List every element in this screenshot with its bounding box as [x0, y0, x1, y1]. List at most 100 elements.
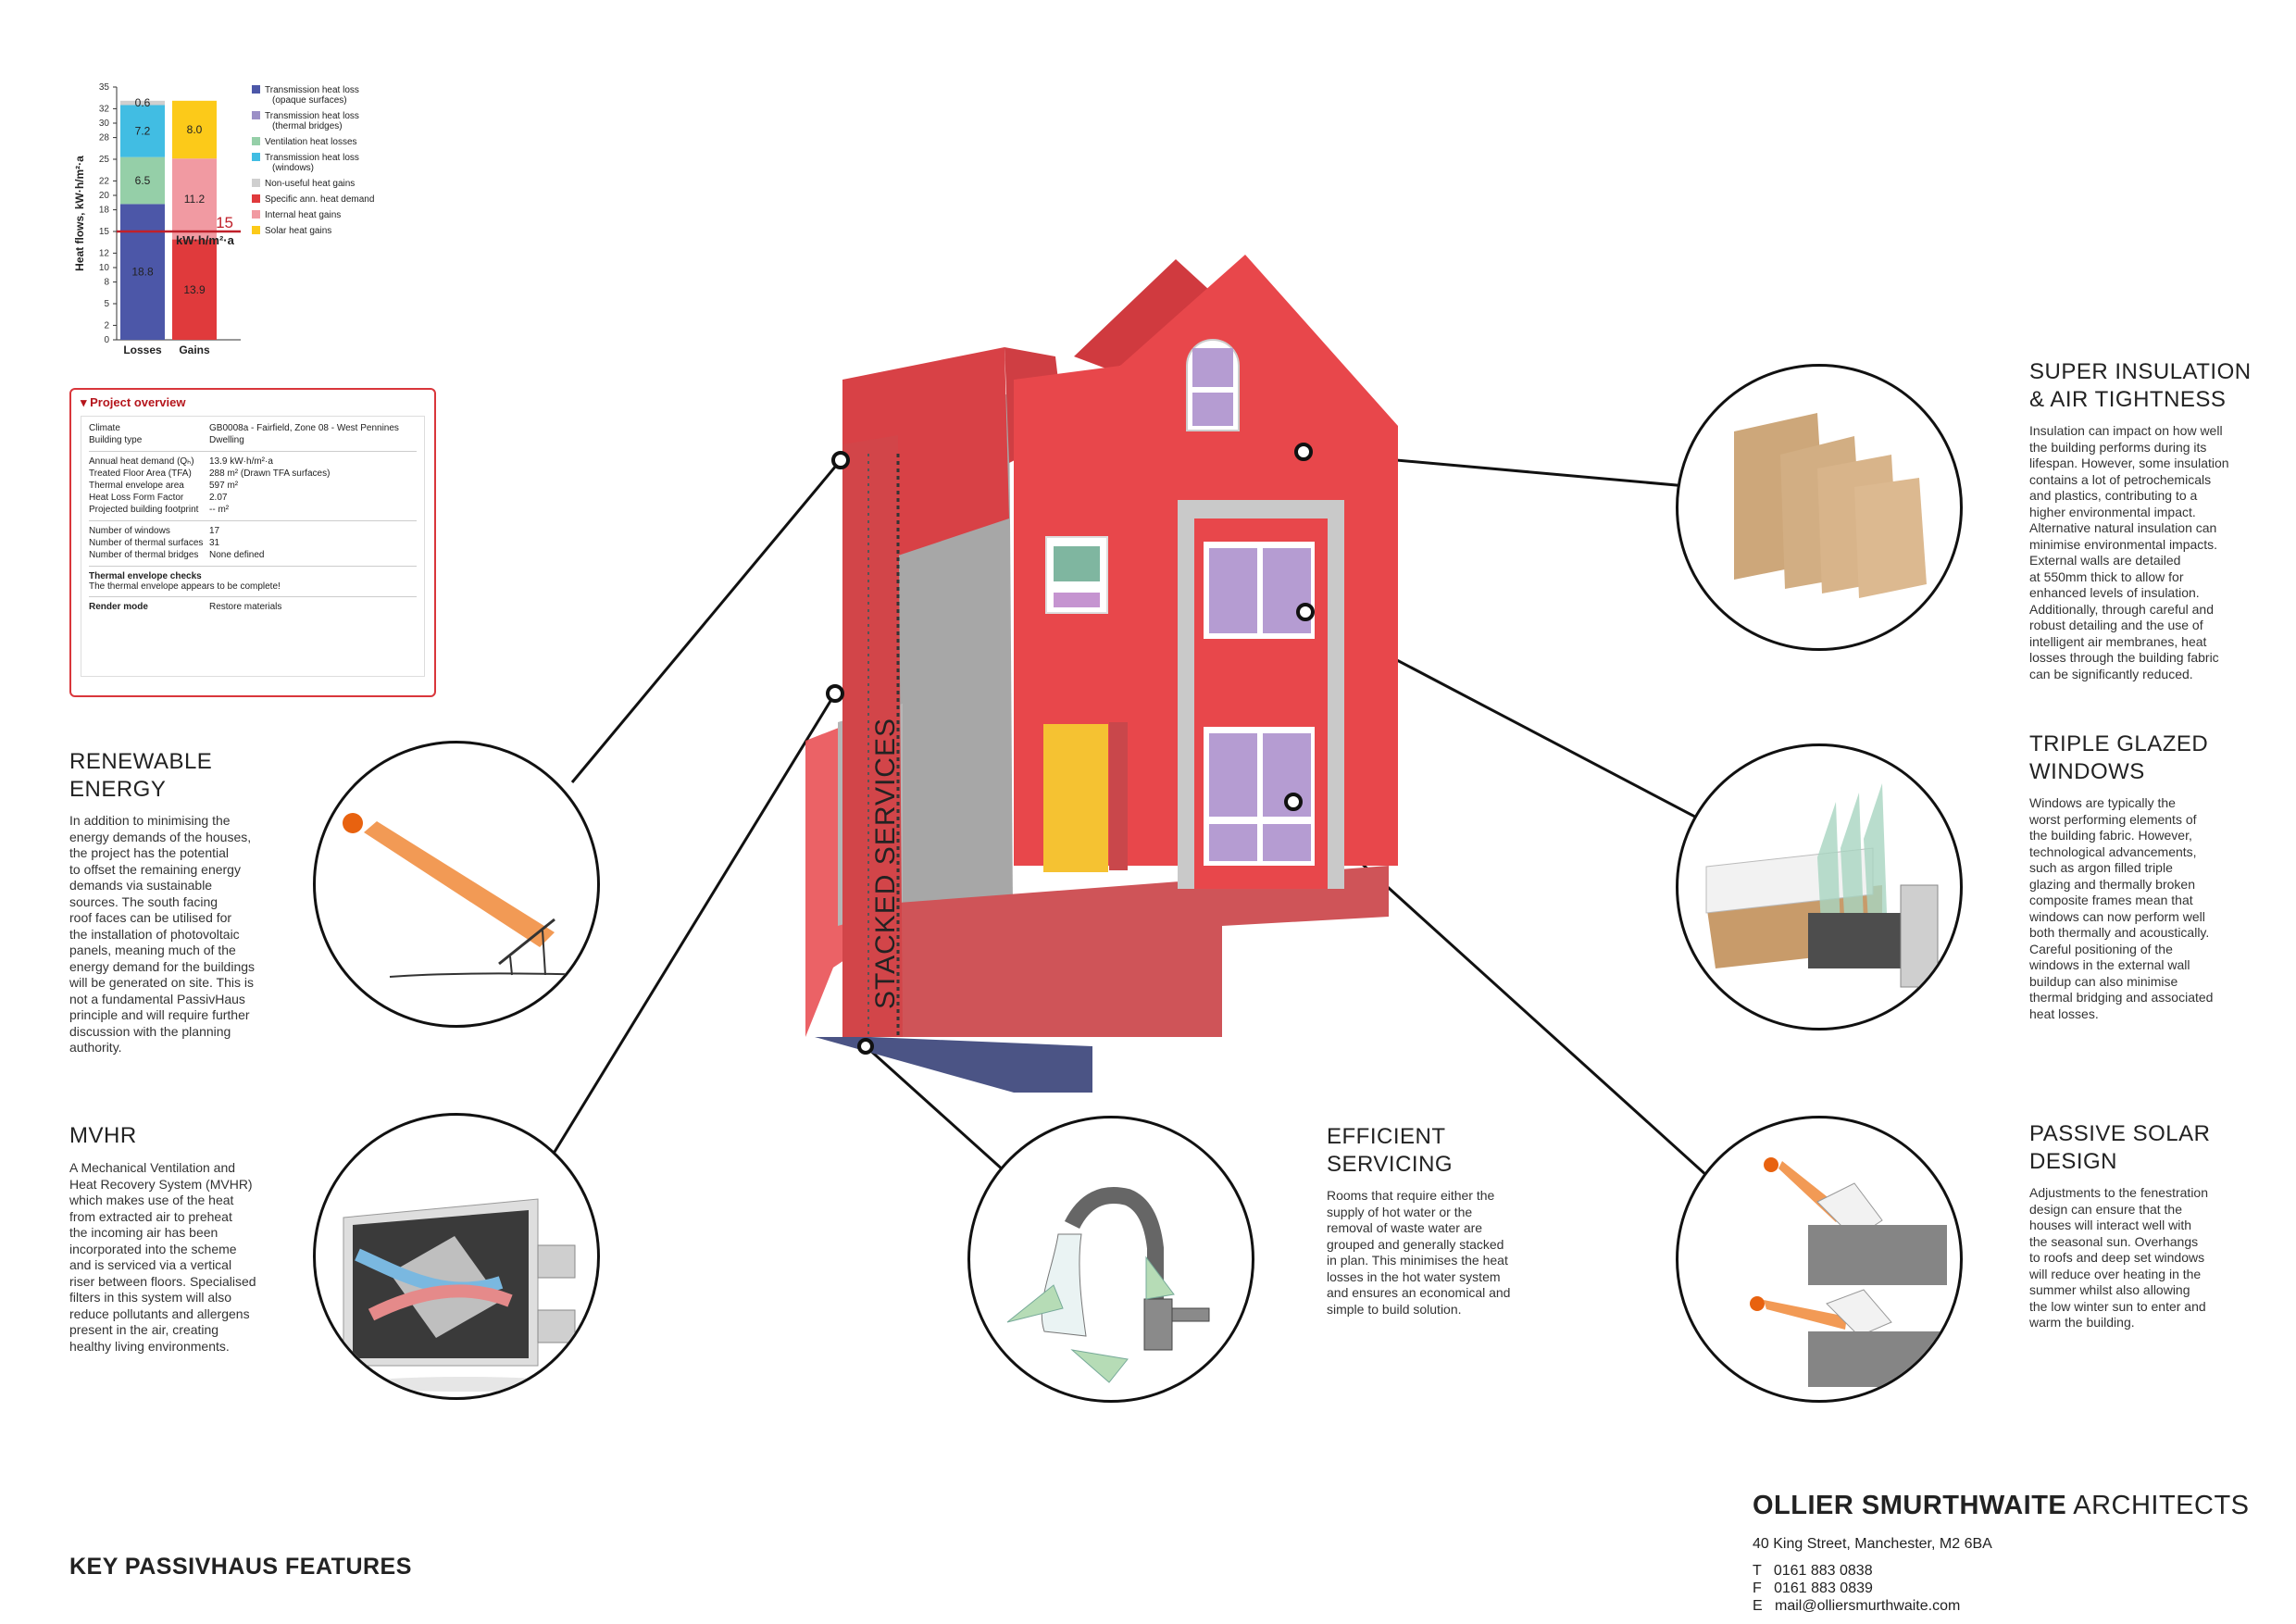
bar-segment	[172, 100, 217, 159]
legend-label-sub: (opaque surfaces)	[272, 95, 347, 106]
stacked-services-label: STACKED SERVICES	[870, 718, 901, 1009]
render-mode-value[interactable]: Restore materials	[209, 602, 282, 612]
bar-segment	[120, 204, 165, 340]
overview-row-value: 31	[209, 538, 220, 548]
bar-segment	[120, 105, 165, 157]
solar-panel-sketch	[343, 813, 594, 978]
firm-name-rest: ARCHITECTS	[2066, 1491, 2250, 1520]
overview-row: Treated Floor Area (TFA)288 m² (Drawn TF…	[89, 468, 417, 480]
y-tick-label: 35	[99, 82, 110, 93]
legend-label: Solar heat gains	[265, 226, 331, 236]
mvhr-title: MVHR	[69, 1123, 137, 1148]
overview-row-value: Dwelling	[209, 435, 244, 445]
bar-value-label: 18.8	[131, 266, 154, 279]
y-tick-label: 12	[99, 248, 110, 258]
overview-row: Projected building footprint-- m²	[89, 505, 417, 516]
bar-value-label: 0.6	[135, 96, 151, 109]
solar-text: Adjustments to the fenestration design c…	[2029, 1185, 2208, 1330]
x-category-label: Losses	[123, 344, 162, 356]
overview-row-value: -- m²	[209, 505, 230, 515]
tel-line: T 0161 883 0838	[1753, 1563, 1873, 1579]
firm-name: OLLIER SMURTHWAITE ARCHITECTS	[1753, 1491, 2250, 1521]
y-tick-label: 28	[99, 133, 110, 144]
insulation-text: Insulation can impact on how well the bu…	[2029, 423, 2229, 681]
overview-row-label: Building type	[89, 435, 143, 445]
leader-renewable	[570, 459, 842, 783]
bar-segment	[120, 156, 165, 205]
y-tick-label: 15	[99, 227, 110, 237]
overview-row-label: Number of windows	[89, 526, 170, 536]
bar-segment	[120, 100, 165, 106]
glazing-circle	[1676, 743, 1963, 1031]
ground-shadow	[815, 1037, 1092, 1093]
y-tick-label: 0	[104, 335, 109, 345]
project-overview-title[interactable]: ▾ Project overview	[81, 395, 186, 409]
overview-row-value: 13.9 kW·h/m²·a	[209, 456, 273, 467]
bar-segment	[172, 239, 217, 340]
legend-swatch	[252, 111, 260, 119]
threshold-unit: kW·h/m²·a	[176, 233, 235, 247]
legend-label: Non-useful heat gains	[265, 179, 355, 189]
connector-dots	[826, 443, 1315, 1055]
leader-servicing	[864, 1044, 1006, 1173]
overview-row-label: Number of thermal surfaces	[89, 538, 204, 548]
mvhr-circle	[313, 1113, 600, 1400]
solar-circle	[1676, 1116, 1963, 1403]
overview-row: Number of thermal surfaces 31	[89, 538, 417, 549]
legend-swatch	[252, 85, 260, 94]
address-line: 40 King Street, Manchester, M2 6BA	[1753, 1536, 1992, 1552]
passive-solar-sketch	[1750, 1157, 1947, 1387]
glazing-text: Windows are typically the worst performi…	[2029, 795, 2214, 1021]
legend-label: Transmission heat loss	[265, 85, 359, 95]
contact-block: 40 King Street, Manchester, M2 6BA T 016…	[1753, 1535, 1992, 1615]
y-tick-label: 10	[99, 263, 110, 273]
overview-row-label: Annual heat demand (Qₕ)	[89, 456, 194, 467]
front-door	[1043, 724, 1108, 872]
bar-value-label: 7.2	[135, 125, 151, 138]
overview-row-label: Thermal envelope area	[89, 481, 184, 491]
legend-label: Internal heat gains	[265, 210, 341, 220]
legend-label-sub: (thermal bridges)	[272, 121, 343, 131]
renewable-title: RENEWABLE ENERGY	[69, 749, 213, 802]
legend-swatch	[252, 153, 260, 161]
renewable-energy-circle	[313, 741, 600, 1028]
servicing-circle	[967, 1116, 1254, 1403]
thermal-checks-title: Thermal envelope checks	[89, 571, 202, 581]
legend-label: Ventilation heat losses	[265, 137, 357, 147]
overview-row-label: Number of thermal bridges	[89, 550, 199, 560]
legend-swatch	[252, 194, 260, 203]
y-tick-label: 32	[99, 104, 110, 114]
tap-water-sketch	[1006, 1187, 1210, 1383]
bar-segment	[172, 158, 217, 240]
bar-value-label: 8.0	[187, 123, 203, 136]
fax-line: F 0161 883 0839	[1753, 1580, 1873, 1596]
leader-mvhr	[543, 693, 837, 1169]
overview-row-label: Heat Loss Form Factor	[89, 493, 184, 503]
overview-row: Building type Dwelling	[89, 435, 417, 446]
bar-value-label: 6.5	[135, 174, 151, 187]
overview-row-value: 17	[209, 526, 220, 536]
legend-label: Transmission heat loss	[265, 153, 359, 163]
threshold-value: 15	[216, 214, 233, 231]
overview-row: Number of windows 17	[89, 526, 417, 537]
y-tick-label: 30	[99, 119, 110, 129]
y-tick-label: 8	[104, 278, 109, 288]
legend-label-sub: (windows)	[272, 163, 314, 173]
bar-value-label: 11.2	[184, 193, 206, 206]
mvhr-unit-sketch	[343, 1198, 576, 1392]
y-axis-label: Heat flows, kW·h/m²·a	[73, 156, 86, 271]
y-tick-label: 25	[99, 155, 110, 165]
legend-label: Transmission heat loss	[265, 111, 359, 121]
glazing-title: TRIPLE GLAZED WINDOWS	[2029, 731, 2209, 784]
insulation-boards-sketch	[1734, 413, 1927, 598]
email-line[interactable]: E mail@olliersmurthwaite.com	[1753, 1598, 1961, 1614]
mvhr-text: A Mechanical Ventilation and Heat Recove…	[69, 1160, 256, 1354]
servicing-title: EFFICIENT SERVICING	[1327, 1124, 1454, 1177]
